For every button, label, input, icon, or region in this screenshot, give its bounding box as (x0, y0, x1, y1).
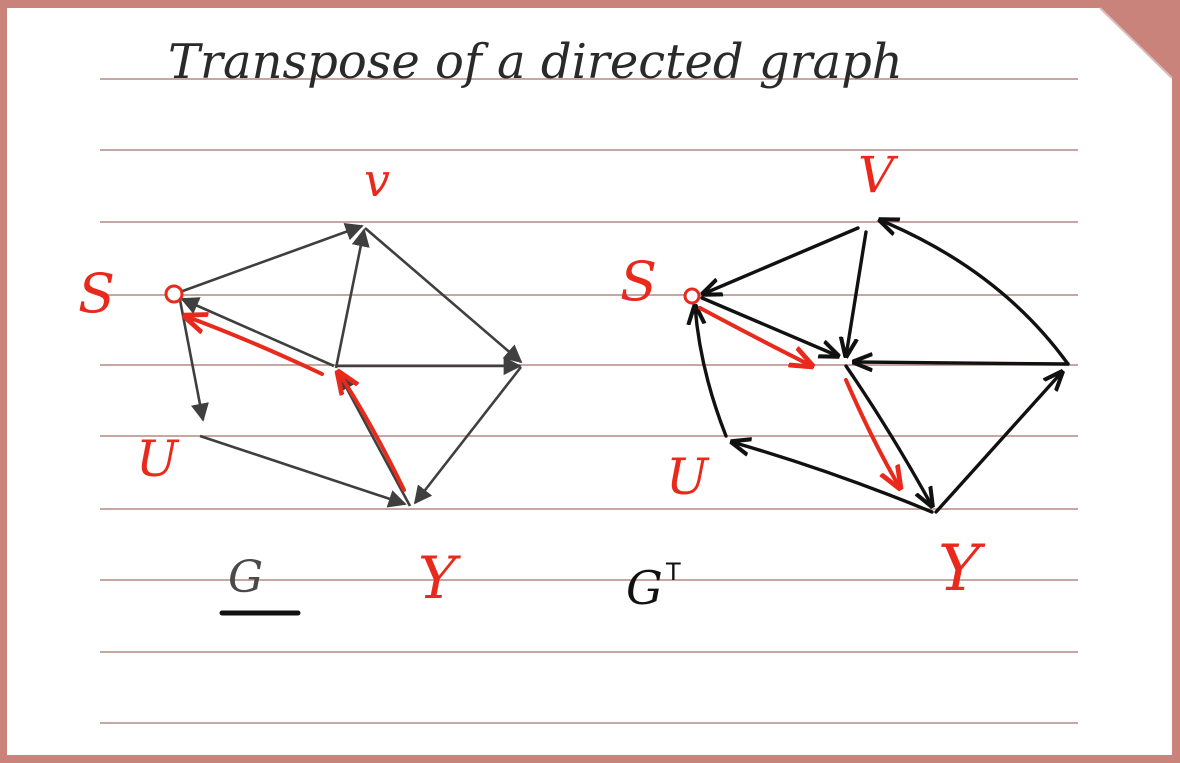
edge-v-c (846, 230, 868, 356)
edge-u-s (695, 306, 728, 438)
edge-v-s (703, 226, 860, 294)
edge-v-e (364, 227, 523, 364)
red-path-c-s (185, 316, 324, 376)
edge-e-c (854, 362, 1070, 364)
node-label-u-gt: U (666, 448, 710, 506)
page-title: Transpose of a directed graph (168, 34, 903, 90)
graph-g: S v U Y G (78, 153, 523, 616)
node-label-s-gt: S (620, 250, 657, 313)
edge-c-v (334, 228, 370, 369)
graph-gt-caption-superscript: T (665, 558, 681, 586)
graph-gt-highlight-path (698, 306, 900, 488)
edge-y-u (732, 442, 934, 514)
paper-card (7, 8, 1172, 755)
edge-c-s (180, 297, 335, 368)
graph-g-highlight-path (185, 316, 406, 492)
node-s-marker (164, 284, 184, 304)
edge-y-c (337, 372, 412, 507)
node-label-y: Y (418, 544, 461, 612)
edge-e-y (413, 366, 523, 505)
red-path-c-y (844, 378, 900, 488)
edge-s-v (179, 223, 364, 294)
graph-gt: S V U Y G T (620, 146, 1070, 615)
node-label-v-gt: V (858, 146, 899, 204)
node-label-s: S (78, 262, 115, 325)
edge-c-y (844, 364, 932, 506)
graph-g-edges (178, 223, 523, 508)
red-path-y-c (338, 372, 406, 492)
edge-u-y (199, 434, 407, 508)
node-s-marker-gt (683, 287, 701, 305)
node-label-y-gt: Y (938, 532, 986, 606)
edge-y-e (934, 372, 1062, 514)
graph-g-caption: G (228, 552, 263, 603)
node-label-u: U (136, 430, 180, 488)
node-label-v: v (364, 153, 390, 207)
edge-e-v (880, 220, 1070, 366)
red-path-s-c (698, 306, 812, 366)
graph-gt-caption: G (626, 561, 663, 615)
folded-corner (1099, 7, 1173, 79)
ruled-lines (100, 78, 1078, 724)
